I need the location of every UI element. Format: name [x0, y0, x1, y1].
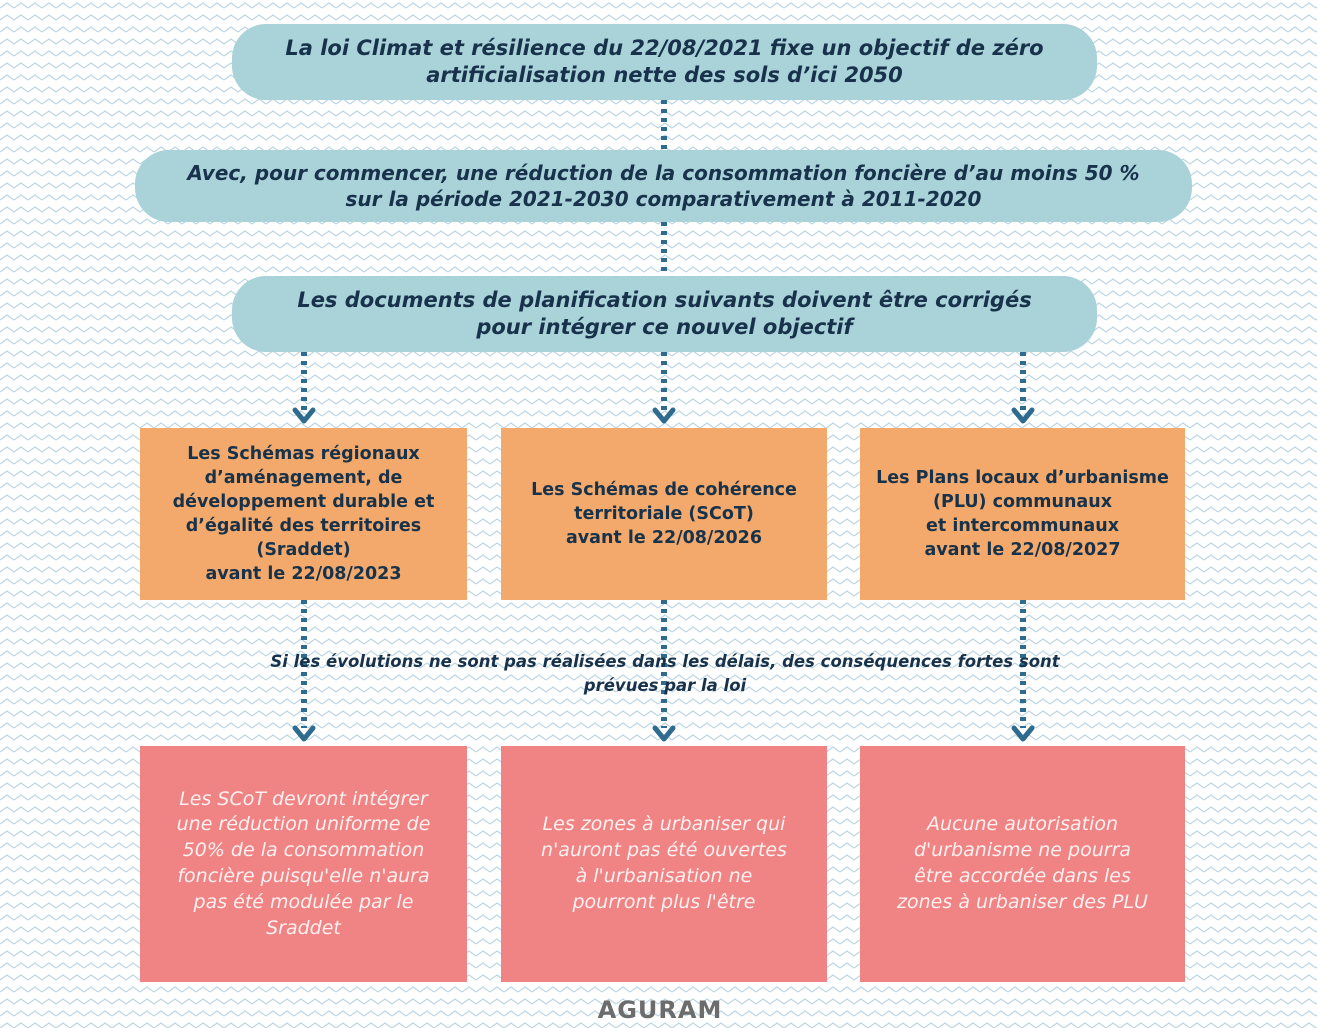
planning-documents-text: Les documents de planification suivants … — [297, 287, 1032, 339]
sraddet-consequence-text: Les SCoT devront intégrer une réduction … — [176, 787, 431, 939]
plu-text: Les Plans locaux d’urbanisme (PLU) commu… — [876, 467, 1169, 561]
law-objective-text: La loi Climat et résilience du 22/08/202… — [285, 35, 1044, 87]
law-objective-step: La loi Climat et résilience du 22/08/202… — [232, 24, 1097, 100]
consequence-note-text: Si les évolutions ne sont pas réalisées … — [270, 652, 1060, 695]
consumption-reduction-step: Avec, pour commencer, une réduction de l… — [135, 150, 1192, 222]
planning-documents-step: Les documents de planification suivants … — [232, 276, 1097, 352]
scot-consequence-text: Les zones à urbaniser qui n'auront pas é… — [541, 813, 787, 913]
sraddet-consequence-box: Les SCoT devront intégrer une réduction … — [140, 746, 467, 982]
scot-text: Les Schémas de cohérence territoriale (S… — [531, 479, 797, 549]
chevron-down-icon — [1011, 407, 1035, 424]
scot-box: Les Schémas de cohérence territoriale (S… — [501, 428, 827, 600]
consumption-reduction-text: Avec, pour commencer, une réduction de l… — [187, 161, 1140, 211]
sraddet-text: Les Schémas régionaux d’aménagement, de … — [172, 443, 435, 585]
plu-box: Les Plans locaux d’urbanisme (PLU) commu… — [860, 428, 1185, 600]
consequence-note: Si les évolutions ne sont pas réalisées … — [200, 650, 1130, 698]
chevron-down-icon — [292, 407, 316, 424]
chevron-down-icon — [1011, 725, 1035, 742]
chevron-down-icon — [652, 407, 676, 424]
chevron-down-icon — [292, 725, 316, 742]
plu-consequence-text: Aucune autorisation d'urbanisme ne pourr… — [897, 813, 1148, 913]
sraddet-box: Les Schémas régionaux d’aménagement, de … — [140, 428, 467, 600]
scot-consequence-box: Les zones à urbaniser qui n'auront pas é… — [501, 746, 827, 982]
aguram-logo: AGURAM — [560, 996, 760, 1024]
chevron-down-icon — [652, 725, 676, 742]
plu-consequence-box: Aucune autorisation d'urbanisme ne pourr… — [860, 746, 1185, 982]
logo-text: AGURAM — [597, 996, 723, 1024]
